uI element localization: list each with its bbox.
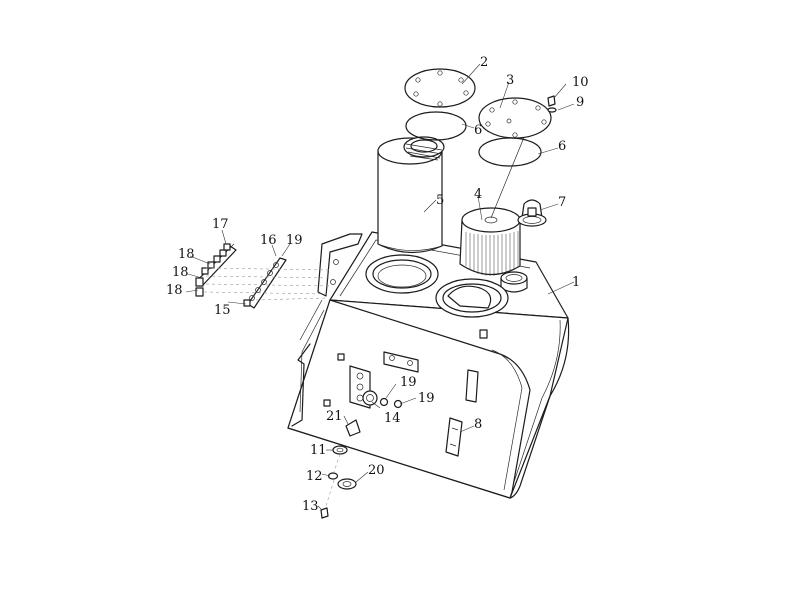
callout-16: 16 [260, 233, 277, 248]
callout-13: 13 [302, 499, 319, 514]
callout-9: 9 [576, 95, 584, 110]
callout-15: 15 [214, 303, 231, 318]
terminal-block-strip-right [243, 257, 287, 309]
callout-7: 7 [558, 195, 566, 210]
cover-gasket-upper-left [405, 111, 467, 141]
callout-14: 14 [384, 411, 401, 426]
drain-plug-assembly [320, 445, 357, 519]
suction-strainer [459, 129, 528, 276]
callout-18c: 18 [166, 283, 183, 298]
callout-21: 21 [326, 409, 343, 424]
callout-19a: 19 [286, 233, 303, 248]
callout-20: 20 [368, 463, 385, 478]
callout-labels: 1 2 3 4 5 6 6 7 8 9 10 11 12 13 14 15 16… [166, 55, 589, 514]
callout-2: 2 [480, 55, 488, 70]
return-filter-element [377, 136, 445, 254]
callout-17: 17 [212, 217, 229, 232]
callout-19c: 19 [418, 391, 435, 406]
air-breather [517, 199, 547, 227]
callout-19b: 19 [400, 375, 417, 390]
callout-18a: 18 [178, 247, 195, 262]
terminal-mounting-guides [203, 267, 331, 301]
callout-1: 1 [572, 275, 580, 290]
callout-3: 3 [506, 73, 514, 88]
callout-11: 11 [310, 443, 327, 458]
callout-12: 12 [306, 469, 323, 484]
callout-6b: 6 [558, 139, 566, 154]
strainer-cover-plate [478, 97, 552, 139]
callout-5: 5 [436, 193, 444, 208]
cover-bolt-and-washer [547, 95, 557, 113]
terminal-block-strip-left [195, 243, 237, 297]
callout-8: 8 [474, 417, 482, 432]
callout-6a: 6 [474, 123, 482, 138]
leader-lines [185, 63, 575, 511]
cover-gasket-upper-right [478, 137, 542, 167]
filter-cover-plate [404, 68, 476, 108]
callout-18b: 18 [172, 265, 189, 280]
hydraulic-tank-body [287, 231, 570, 499]
callout-4: 4 [474, 187, 482, 202]
callout-10: 10 [572, 75, 589, 90]
